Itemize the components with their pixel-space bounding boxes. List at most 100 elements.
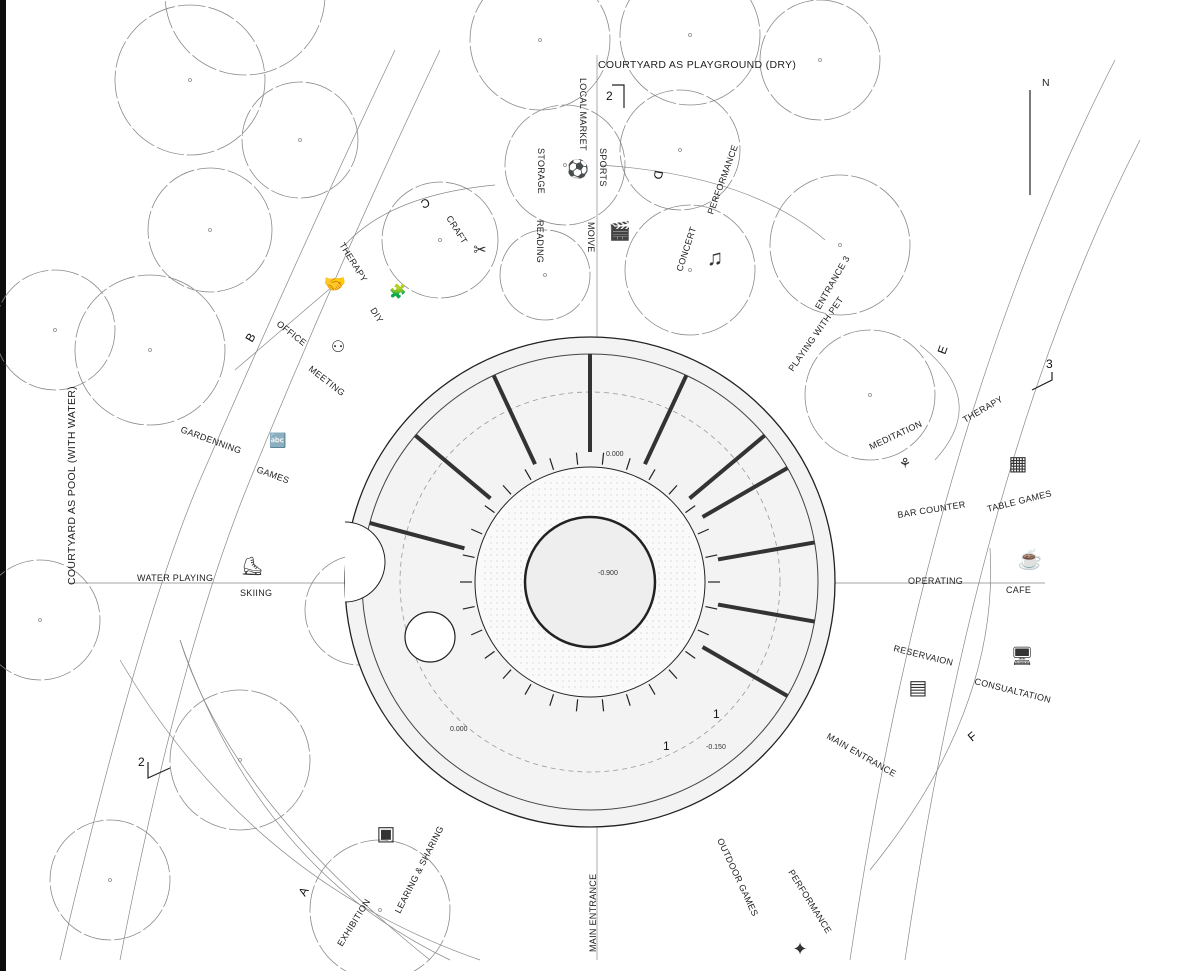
round-room [404, 611, 456, 663]
tree-trunk [678, 148, 682, 152]
label-therapy-right: THERAPY [961, 394, 1005, 425]
tree-trunk [53, 328, 57, 332]
fin-wall [668, 669, 678, 680]
tree-canopy [74, 274, 226, 426]
label-performance-bottom: PERFORMANCE [786, 868, 833, 935]
fin-wall [685, 505, 696, 514]
label-main-entrance-right: MAIN ENTRANCE [825, 731, 898, 779]
label-main-entrance-bottom: MAIN ENTRANCE [588, 874, 598, 952]
fin-wall [549, 694, 555, 706]
puzzle-icon: 🧩 [389, 283, 406, 300]
label-water-playing: WATER PLAYING [137, 573, 213, 583]
fin-wall [484, 650, 495, 659]
section-d-line [599, 164, 826, 241]
section-3-marker-icon [1031, 372, 1053, 391]
label-storage: STORAGE [536, 148, 546, 194]
tree-canopy [469, 0, 611, 111]
room-wall [369, 521, 465, 551]
path-line [119, 659, 481, 961]
room-wall [701, 645, 789, 698]
section-2-marker-icon [147, 762, 171, 779]
ice-skate-icon: ⛸ [241, 556, 264, 576]
label-c: C [419, 195, 432, 211]
label-f: F [965, 729, 980, 744]
craft-tools-icon: ✂ [473, 242, 486, 259]
tree-canopy [504, 104, 626, 226]
label-table-games: TABLE GAMES [986, 488, 1053, 514]
tree-trunk [688, 33, 692, 37]
fin-wall [524, 469, 532, 481]
label-skiing: SKIING [240, 588, 272, 598]
label-d: D [650, 169, 665, 180]
room-wall [717, 602, 815, 624]
fin-wall [697, 629, 710, 636]
tree-trunk [378, 908, 382, 912]
tree-canopy [0, 559, 101, 681]
label-meeting: MEETING [307, 364, 347, 398]
tree-trunk [298, 138, 302, 142]
label-a: A [295, 885, 311, 899]
tree-trunk [438, 238, 442, 242]
clapperboard-icon: 🎬 [609, 220, 631, 241]
tree-canopy [769, 174, 911, 316]
label-outdoor-games: OUTDOOR GAMES [715, 837, 760, 918]
building [344, 336, 836, 828]
label-gardenning: GARDENNING [179, 424, 243, 455]
label-e1: 0.000 [606, 451, 624, 458]
tree-trunk [208, 228, 212, 232]
label-north-label: N [1042, 77, 1050, 89]
room-wall [643, 374, 689, 466]
label-courtyard-top: COURTYARD AS PLAYGROUND (DRY) [598, 59, 796, 71]
consultation-monitor-icon: 🖥 [1011, 646, 1034, 666]
label-e4: -0.150 [706, 744, 726, 751]
label-consualtation: CONSUALTATION [974, 676, 1052, 705]
tree-canopy [49, 819, 171, 941]
label-e3: 0.000 [450, 726, 468, 733]
trees-layer [0, 0, 936, 971]
abc-blocks-icon: 🔤 [269, 432, 286, 449]
label-courtyard-left: COURTYARD AS POOL (WITH WATER) [66, 386, 78, 585]
label-reservaion: RESERVAION [893, 643, 955, 668]
label-n1-b: 1 [663, 739, 670, 753]
fin-wall [601, 699, 605, 712]
fin-wall [470, 629, 483, 636]
tree-trunk [148, 348, 152, 352]
tree-trunk [38, 618, 42, 622]
fin-wall [648, 683, 656, 695]
tree-trunk [838, 243, 842, 247]
section-2-marker-icon [612, 84, 625, 108]
room-wall [414, 433, 492, 500]
reservation-icon: ▤ [909, 677, 928, 699]
label-n2-left: 2 [138, 755, 145, 769]
tree-trunk [108, 878, 112, 882]
path-line [119, 49, 441, 961]
room-wall [688, 433, 766, 500]
fin-wall [484, 505, 495, 514]
label-moive: MOIVE [586, 222, 596, 253]
coffee-cup-icon: ☕ [1018, 547, 1043, 571]
fin-wall [575, 699, 579, 712]
fin-wall [575, 452, 579, 465]
tree-canopy [164, 0, 326, 76]
notch [344, 521, 386, 603]
path-line [59, 49, 396, 961]
fin-wall [648, 469, 656, 481]
label-reading: READING [535, 220, 545, 263]
section-b-line [234, 279, 341, 371]
fin-wall [549, 458, 555, 470]
fin-wall [685, 650, 696, 659]
label-n1-a: 1 [713, 707, 720, 721]
tree-canopy [241, 81, 359, 199]
road-line [849, 59, 1116, 961]
label-e: E [935, 344, 951, 356]
tree-canopy [619, 0, 761, 106]
fin-wall [625, 694, 631, 706]
tree-trunk [543, 273, 547, 277]
tree-canopy [0, 269, 116, 391]
fin-wall [668, 484, 678, 495]
label-operating: OPERATING [908, 576, 963, 586]
label-n3: 3 [1046, 357, 1053, 371]
label-e2: -0.900 [598, 570, 618, 577]
label-learing-sharing: LEARING & SHARING [393, 824, 446, 915]
label-meditation: MEDITATION [868, 419, 924, 452]
